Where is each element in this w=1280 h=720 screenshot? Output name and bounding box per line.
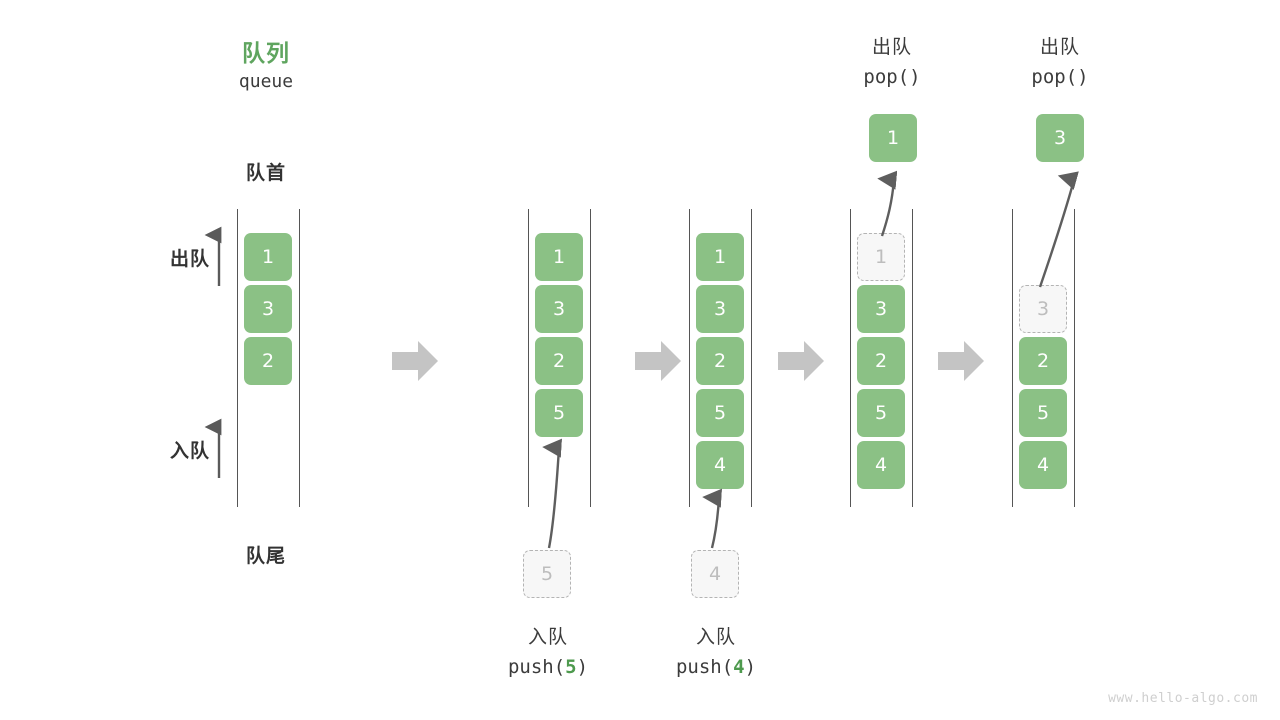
enqueue-direction-arrow-icon [204, 418, 222, 478]
queue-element: 4 [1019, 441, 1067, 489]
queue-rail-left [237, 209, 238, 507]
queue-element-new: 5 [535, 389, 583, 437]
enqueue-motion-arrow-icon [542, 438, 562, 549]
queue-element: 1 [535, 233, 583, 281]
queue-rail-left [689, 209, 690, 507]
step-arrow-icon [938, 341, 984, 381]
push4-code-prefix: push( [675, 656, 734, 678]
queue-rail-right [751, 209, 752, 507]
step-arrow-icon [778, 341, 824, 381]
queue-element: 3 [244, 285, 292, 333]
queue-tail-label: 队尾 [245, 546, 286, 567]
popped-element-result: 3 [1036, 114, 1084, 162]
queue-rail-left [850, 209, 851, 507]
push4-code-suffix: ) [744, 656, 757, 678]
queue-rail-right [299, 209, 300, 507]
incoming-element-ghost: 5 [523, 550, 571, 598]
push4-label-cn: 入队 [695, 627, 736, 648]
queue-element: 5 [857, 389, 905, 437]
enqueue-direction-label: 入队 [169, 441, 210, 462]
queue-element: 3 [857, 285, 905, 333]
incoming-element-ghost: 4 [691, 550, 739, 598]
push5-label-code: push(5) [468, 656, 628, 678]
diagram-title-en: queue [238, 71, 294, 92]
queue-element: 1 [244, 233, 292, 281]
queue-element: 1 [696, 233, 744, 281]
push5-code-suffix: ) [576, 656, 589, 678]
dequeue-motion-arrow-icon [1038, 171, 1079, 288]
queue-rail-right [1074, 209, 1075, 507]
popped-element-ghost: 3 [1019, 285, 1067, 333]
step-arrow-icon [635, 341, 681, 381]
queue-rail-right [912, 209, 913, 507]
queue-element: 3 [535, 285, 583, 333]
queue-element: 3 [696, 285, 744, 333]
queue-element: 2 [857, 337, 905, 385]
push4-code-number: 4 [733, 656, 745, 678]
queue-rail-left [528, 209, 529, 507]
queue-element: 2 [696, 337, 744, 385]
queue-element: 4 [857, 441, 905, 489]
queue-element: 2 [1019, 337, 1067, 385]
popped-element-ghost: 1 [857, 233, 905, 281]
popped-element-result: 1 [869, 114, 917, 162]
step-arrow-icon [392, 341, 438, 381]
push5-code-prefix: push( [507, 656, 566, 678]
queue-element-new: 4 [696, 441, 744, 489]
push5-label-cn: 入队 [527, 627, 568, 648]
queue-element: 2 [535, 337, 583, 385]
dequeue-direction-arrow-icon [204, 226, 222, 286]
watermark: www.hello-algo.com [1108, 691, 1258, 706]
pop1-label-code: pop() [863, 66, 921, 88]
pop3-label-code: pop() [1031, 66, 1089, 88]
queue-rail-right [590, 209, 591, 507]
push4-label-code: push(4) [636, 656, 796, 678]
queue-element: 5 [1019, 389, 1067, 437]
pop1-label-cn: 出队 [871, 37, 912, 58]
queue-head-label: 队首 [245, 163, 286, 184]
enqueue-motion-arrow-icon [702, 488, 722, 549]
diagram-title-cn: 队列 [242, 40, 290, 66]
pop3-label-cn: 出队 [1039, 37, 1080, 58]
queue-element: 5 [696, 389, 744, 437]
push5-code-number: 5 [565, 656, 577, 678]
queue-rail-left [1012, 209, 1013, 507]
dequeue-direction-label: 出队 [169, 249, 210, 270]
dequeue-motion-arrow-icon [877, 170, 898, 237]
queue-element: 2 [244, 337, 292, 385]
